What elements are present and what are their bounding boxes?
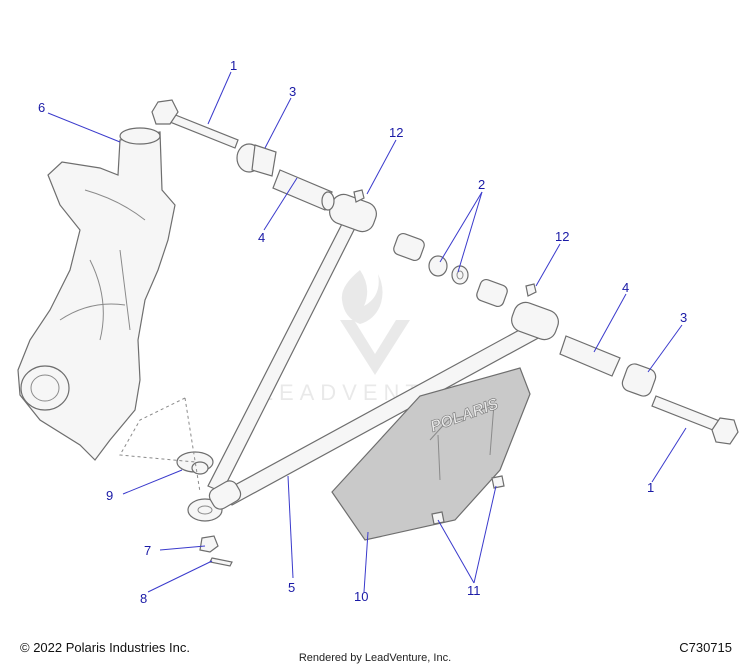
callout-3-right: 3 [680,310,687,325]
callout-6: 6 [38,100,45,115]
sleeve-left [272,169,335,211]
callout-8: 8 [140,591,147,606]
callout-2: 2 [478,177,485,192]
callout-10: 10 [354,589,368,604]
castle-nut [199,535,219,553]
center-bushings [393,232,508,308]
grease-fitting-left [353,189,365,203]
callout-9: 9 [106,488,113,503]
callout-4-right: 4 [622,280,629,295]
sleeve-right [559,335,621,377]
callout-12-left: 12 [389,125,403,140]
callout-4-left: 4 [258,230,265,245]
callout-3-left: 3 [289,84,296,99]
callout-5: 5 [288,580,295,595]
grease-fitting-right [525,283,537,297]
arm-guard: POLARIS [331,367,531,541]
rendered-by-text: Rendered by LeadVenture, Inc. [298,652,452,664]
a-arm [187,193,559,522]
callout-7: 7 [144,543,151,558]
callout-1-top: 1 [230,58,237,73]
cotter-pin [209,557,233,567]
ball-joint-boot [176,451,214,475]
leader-lines [47,71,687,593]
guard-bolt-right [491,475,505,489]
callout-1-right: 1 [647,480,654,495]
copyright-text: © 2022 Polaris Industries Inc. [20,640,190,655]
callout-12-right: 12 [555,229,569,244]
bolt-right [651,395,739,445]
steering-knuckle [17,127,176,461]
assembly-dashed-line [119,397,201,493]
part-code: C730715 [679,640,732,655]
callout-labels: 1 3 6 12 2 4 12 4 3 9 5 10 11 7 8 1 [38,58,687,606]
callout-11: 11 [467,583,481,598]
bushing-left [236,143,277,177]
bushing-right [621,363,657,397]
guard-bolt-left [431,511,445,525]
bolt-left [151,99,239,149]
